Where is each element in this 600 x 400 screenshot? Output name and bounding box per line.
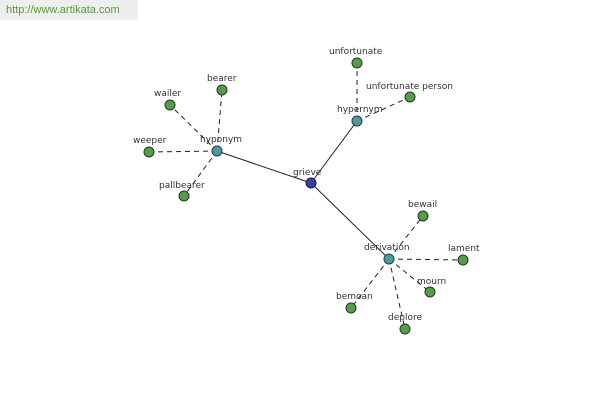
label-unfortunate: unfortunate — [329, 47, 383, 57]
node-hyponym[interactable] — [211, 145, 223, 157]
label-unfortunate-person: unfortunate person — [366, 82, 453, 92]
node-derivation[interactable] — [383, 253, 395, 265]
node-mourn[interactable] — [424, 286, 436, 298]
node-unfortunate[interactable] — [351, 57, 363, 69]
label-hypernym: hypernym — [337, 105, 383, 115]
label-pallbearer: pallbearer — [159, 181, 205, 191]
edge-derivation-bewail — [388, 215, 424, 260]
edge-hypernym-unfortunate-person — [356, 96, 411, 122]
edge-derivation-lament — [388, 258, 464, 261]
edge-grieve-hyponym — [216, 150, 312, 184]
node-weeper[interactable] — [143, 146, 155, 158]
edge-grieve-hypernym — [310, 120, 358, 184]
node-deplore[interactable] — [399, 323, 411, 335]
node-grieve[interactable] — [305, 177, 317, 189]
node-hypernym[interactable] — [351, 115, 363, 127]
edge-hyponym-pallbearer — [183, 150, 218, 197]
node-bearer[interactable] — [216, 84, 228, 96]
node-bewail[interactable] — [417, 210, 429, 222]
label-bewail: bewail — [408, 200, 437, 210]
label-deplore: deplore — [388, 313, 422, 323]
node-unfortunate-person[interactable] — [404, 91, 416, 103]
edge-derivation-deplore — [388, 258, 406, 330]
label-bearer: bearer — [207, 74, 237, 84]
label-hyponym: hyponym — [200, 135, 242, 145]
edge-hyponym-weeper — [148, 150, 218, 153]
edge-grieve-derivation — [310, 182, 390, 260]
node-wailer[interactable] — [164, 99, 176, 111]
label-mourn: mourn — [417, 277, 446, 287]
label-weeper: weeper — [133, 136, 167, 146]
label-wailer: wailer — [154, 89, 181, 99]
label-bemoan: bemoan — [336, 292, 373, 302]
label-grieve: grieve — [293, 168, 322, 178]
node-bemoan[interactable] — [345, 302, 357, 314]
node-pallbearer[interactable] — [178, 190, 190, 202]
label-derivation: derivation — [364, 243, 410, 253]
label-lament: lament — [448, 244, 480, 254]
edge-derivation-bemoan — [350, 258, 390, 309]
watermark: http://www.artikata.com — [0, 0, 138, 20]
edge-hyponym-bearer — [216, 89, 223, 152]
edge-hyponym-wailer — [169, 104, 218, 152]
node-lament[interactable] — [457, 254, 469, 266]
